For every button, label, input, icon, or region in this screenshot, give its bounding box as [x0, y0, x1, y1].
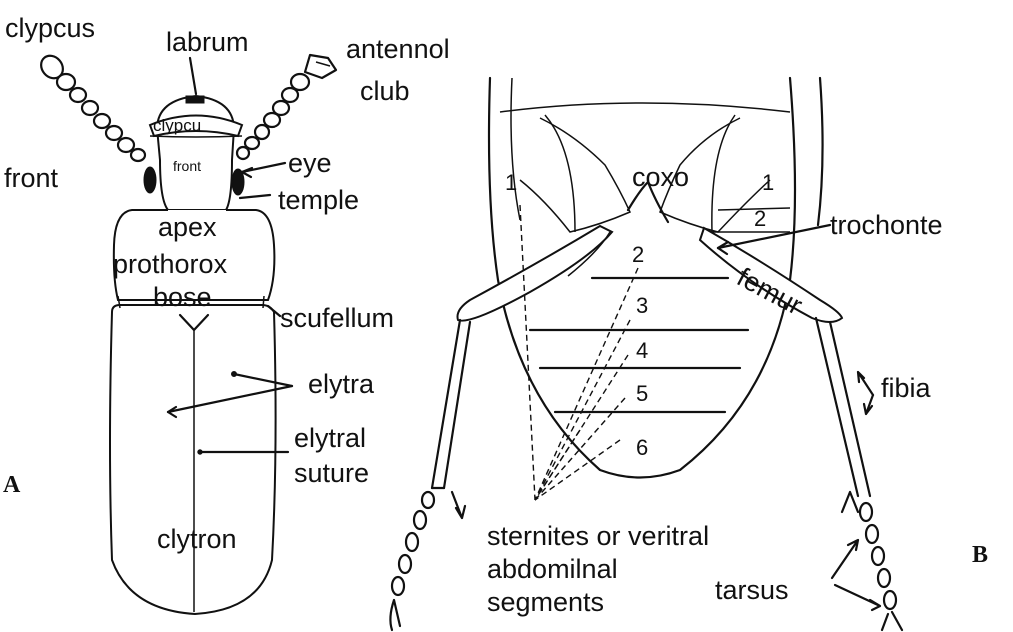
sternite-pointer-3 [535, 320, 630, 500]
label-sternites-line2: abdomilnal [487, 554, 618, 584]
labrum-pointer [190, 58, 196, 94]
segment-number-2: 2 [632, 242, 644, 267]
label-front: front [4, 163, 59, 193]
sternite-pointer-4 [535, 355, 628, 500]
label-front-inner: front [173, 158, 201, 174]
label-sternites-line3: segments [487, 587, 604, 617]
label-clypcus: clypcus [5, 13, 95, 43]
head [157, 96, 234, 210]
labrum-mark [186, 96, 204, 103]
label-fibia: fibia [881, 373, 932, 403]
right-leg [700, 228, 902, 630]
panel-b-beetle-ventral: coxo trochonte femur fibia sternites or … [390, 78, 988, 630]
panel-label-a: A [3, 472, 21, 498]
label-elytra: elytra [308, 369, 375, 399]
label-clytron: clytron [157, 524, 237, 554]
label-elytral: elytral [294, 423, 366, 453]
panel-a-beetle-dorsal: clypcus labrum antennol club front eye t… [3, 13, 450, 614]
tarsus-pointer-1 [832, 540, 858, 578]
right-antenna [237, 55, 336, 159]
panel-label-b: B [972, 542, 988, 568]
tarsus-pointer-2 [835, 585, 880, 610]
label-temple: temple [278, 185, 359, 215]
segment-number-2-right: 2 [754, 206, 766, 231]
label-coxo: coxo [632, 162, 689, 192]
label-club: club [360, 76, 410, 106]
label-suture: suture [294, 458, 369, 488]
label-antennol: antennol [346, 34, 450, 64]
segment-number-3: 3 [636, 293, 648, 318]
segment-number-6: 6 [636, 435, 648, 460]
sternite-pointer-1 [520, 205, 535, 500]
label-labrum: labrum [166, 27, 249, 57]
label-bose: bose [153, 282, 212, 312]
label-tarsus: tarsus [715, 575, 789, 605]
left-antenna [37, 51, 145, 161]
segment-number-1-right: 1 [762, 170, 774, 195]
eye-pointer [242, 163, 285, 172]
trochanter-pointer [718, 225, 830, 248]
label-prothorox: prothorox [113, 249, 228, 279]
label-eye: eye [288, 148, 332, 178]
label-apex: apex [158, 212, 217, 242]
segment-number-4: 4 [636, 338, 648, 363]
label-sternites-line1: sternites or veritral [487, 521, 709, 551]
label-clypcu-inner: clypcu [153, 116, 201, 135]
tibia-pointer [858, 372, 873, 395]
sternite-pointer-2 [535, 268, 638, 500]
segment-number-1-left: 1 [505, 170, 517, 195]
label-trochonte: trochonte [830, 210, 943, 240]
temple-pointer [240, 195, 270, 198]
segment-number-5: 5 [636, 381, 648, 406]
left-eye [144, 167, 156, 193]
elytra-body [110, 305, 276, 614]
label-scufellum: scufellum [280, 303, 394, 333]
